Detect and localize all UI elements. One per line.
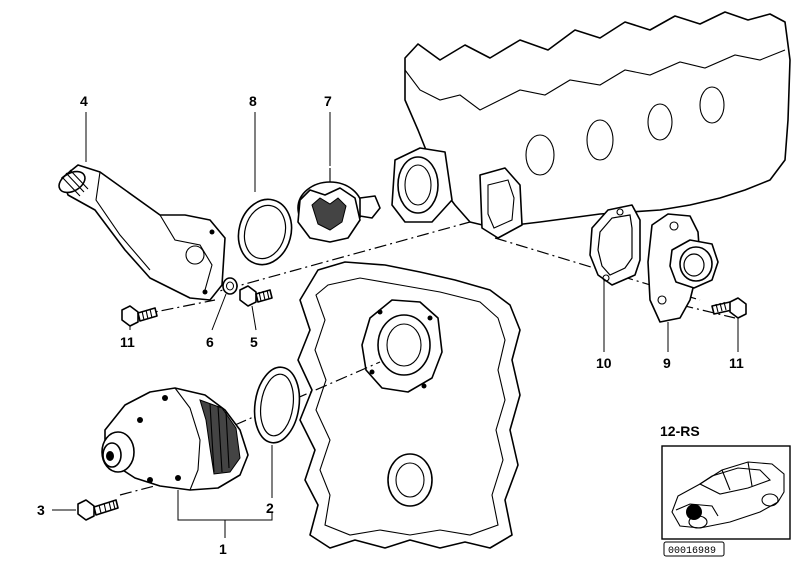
- centerline-bolt-right: [659, 299, 736, 319]
- part-7-thermostat: [297, 168, 381, 243]
- part-11-bolt-right: [711, 297, 747, 319]
- inset-reference: 12-RS: [660, 423, 700, 439]
- label-part-8: 8: [249, 93, 257, 109]
- part-9-outlet-flange: [647, 213, 719, 323]
- car-silhouette-icon: [671, 461, 785, 529]
- catalog-number: 00016989: [668, 546, 716, 557]
- part-3-bolt: [77, 499, 119, 521]
- part-1-water-pump: [101, 387, 249, 491]
- label-part-10: 10: [596, 355, 612, 371]
- part-10-gasket: [589, 204, 641, 286]
- centerline-bolt-11: [139, 299, 216, 316]
- part-4-coolant-pipe: [58, 164, 226, 301]
- location-marker: [686, 504, 702, 520]
- part-5-bolt: [239, 285, 273, 307]
- part-2-pump-gasket: [253, 366, 301, 444]
- label-part-1: 1: [219, 541, 227, 557]
- part-6-sealing-ring: [222, 277, 238, 295]
- label-part-3: 3: [37, 502, 45, 518]
- part-8-o-ring: [237, 198, 293, 266]
- label-part-2: 2: [266, 500, 274, 516]
- cylinder-head: [391, 11, 791, 239]
- label-part-11-right: 11: [729, 355, 744, 371]
- label-part-5: 5: [250, 334, 258, 350]
- label-part-7: 7: [324, 93, 332, 109]
- label-part-11-left: 11: [120, 334, 135, 350]
- engine-block-front-cover: [297, 261, 521, 549]
- label-part-9: 9: [663, 355, 671, 371]
- part-11-bolt-left: [121, 305, 158, 327]
- label-part-6: 6: [206, 334, 214, 350]
- centerline-upper: [204, 221, 471, 296]
- leader-lines: [52, 112, 739, 538]
- label-part-4: 4: [80, 93, 88, 109]
- vehicle-locator-inset: 12-RS 00016989: [660, 423, 791, 557]
- catalog-number-box: [663, 541, 725, 557]
